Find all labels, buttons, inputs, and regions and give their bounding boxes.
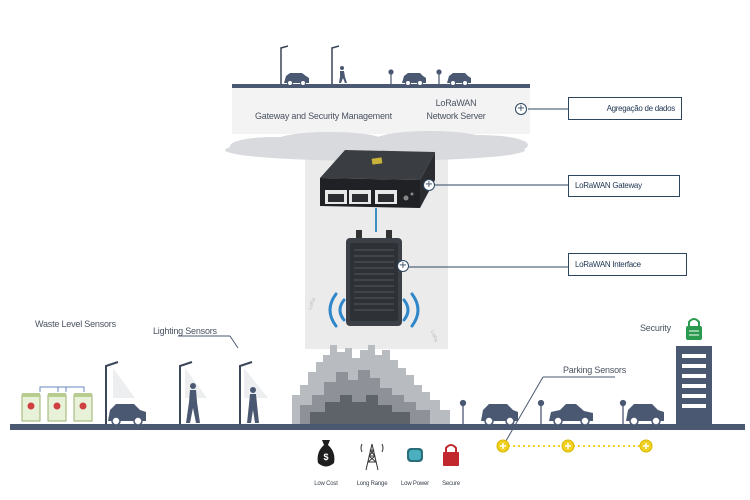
upper-street-lamps: [280, 45, 340, 84]
waste-bins: [21, 386, 93, 422]
lorawan-server-label-line1: LoRaWAN: [435, 98, 477, 108]
feature-secure-label: Secure: [442, 481, 460, 487]
radio-tower-icon: [360, 443, 384, 471]
lighting-sensors-label: Lighting Sensors: [153, 326, 217, 336]
upper-parking-meters: [388, 69, 442, 84]
lorawan-interface-device: [346, 230, 402, 326]
feature-long-range-label: Long Range: [356, 481, 388, 487]
aggregation-plus-icon[interactable]: +: [515, 103, 527, 115]
gateway-plus-icon[interactable]: +: [423, 179, 435, 191]
upper-platform: [232, 88, 530, 134]
ground-road: [10, 424, 745, 430]
cloud-shape: [225, 131, 528, 161]
parking-sensor-markers: [496, 439, 653, 453]
lower-cars-right: [481, 404, 664, 426]
waste-sensors-label: Waste Level Sensors: [35, 319, 116, 329]
upper-pedestrian: [339, 66, 347, 83]
padlock-icon: [443, 444, 459, 466]
interface-callout: LoRaWAN Interface: [568, 253, 687, 276]
lorawan-server-label-line2: Network Server: [426, 111, 486, 121]
feature-low-cost-label: Low Cost: [314, 481, 338, 487]
svg-text:LoRa: LoRa: [429, 330, 439, 343]
lower-pedestrians: [186, 383, 259, 423]
gateway-callout: LoRaWAN Gateway: [568, 175, 680, 197]
lower-parking-meters: [459, 399, 627, 424]
lorawan-gateway-device: [320, 150, 435, 208]
upper-road: [232, 84, 530, 88]
lower-car-left: [108, 404, 146, 426]
radio-waves: [328, 292, 420, 328]
upper-cars: [284, 73, 471, 83]
security-lock-icon: [686, 318, 702, 340]
security-label: Security: [640, 323, 671, 333]
gateway-security-label: Gateway and Security Management: [255, 111, 392, 121]
aggregation-callout: Agregação de dados: [568, 97, 682, 120]
parking-sensors-leader: [502, 376, 544, 447]
battery-icon: [407, 448, 423, 462]
security-building: [676, 346, 712, 424]
feature-low-power-label: Low Power: [401, 481, 429, 487]
svg-text:$: $: [323, 452, 328, 462]
ground-street-lamps: [105, 361, 268, 424]
parking-sensors-label: Parking Sensors: [563, 365, 627, 375]
callout-connectors: [409, 108, 568, 268]
svg-text:LoRa: LoRa: [307, 297, 317, 310]
interface-plus-icon[interactable]: +: [397, 260, 409, 272]
money-bag-icon: $: [317, 440, 335, 467]
city-skyline-darkest: [310, 395, 410, 425]
